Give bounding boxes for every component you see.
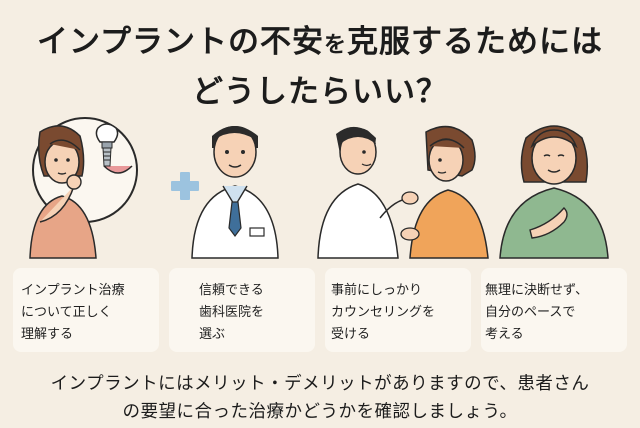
tip-card-understand-treatment: インプラント治療 について正しく 理解する bbox=[13, 268, 159, 352]
page-title-line-2: どうしたらいい？ bbox=[192, 74, 448, 110]
illustration-row bbox=[29, 117, 609, 259]
tip-card-counseling: 事前にしっかり カウンセリングを 受ける bbox=[325, 268, 471, 352]
thinking-woman-illustration bbox=[29, 117, 138, 259]
calm-woman-illustration bbox=[499, 125, 609, 259]
dental-implant-icon bbox=[95, 123, 119, 167]
medical-cross-icon bbox=[171, 172, 199, 200]
tip-card-own-pace: 無理に決断せず、 自分のペースで 考える bbox=[481, 268, 627, 352]
tip-card-choose-clinic: 信頼できる 歯科医院を 選ぶ bbox=[169, 268, 315, 352]
footer-note-line-1: インプラントにはメリット・デメリットがありますので、患者さん bbox=[50, 374, 590, 394]
dentist-illustration bbox=[171, 126, 279, 259]
footer-note-line-2: の要望に合った治療かどうかを確認しましょう。 bbox=[122, 402, 518, 422]
page-title-line-1: インプラントの不安を克服するためには bbox=[36, 24, 604, 60]
counseling-illustration bbox=[317, 125, 489, 259]
